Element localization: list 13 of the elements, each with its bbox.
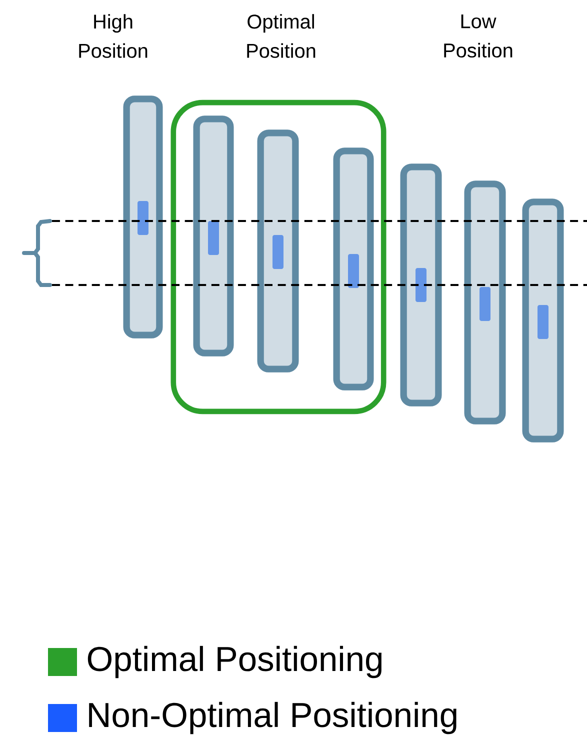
slider-bar — [464, 180, 506, 424]
column-heading: Low Position — [444, 14, 512, 58]
column-heading: High Position — [79, 14, 148, 58]
slider-bar — [400, 164, 442, 406]
slider-bar — [522, 198, 564, 442]
slider-bar — [123, 96, 163, 338]
column-heading: Optimal Position — [247, 14, 316, 58]
slider-bar — [333, 148, 374, 390]
slider-bar — [193, 116, 234, 356]
legend-label: Optimal Positioning — [88, 646, 382, 678]
highlight-box — [170, 100, 386, 414]
legend-label: Non-Optimal Positioning — [89, 702, 456, 734]
slider-bar — [257, 130, 299, 372]
